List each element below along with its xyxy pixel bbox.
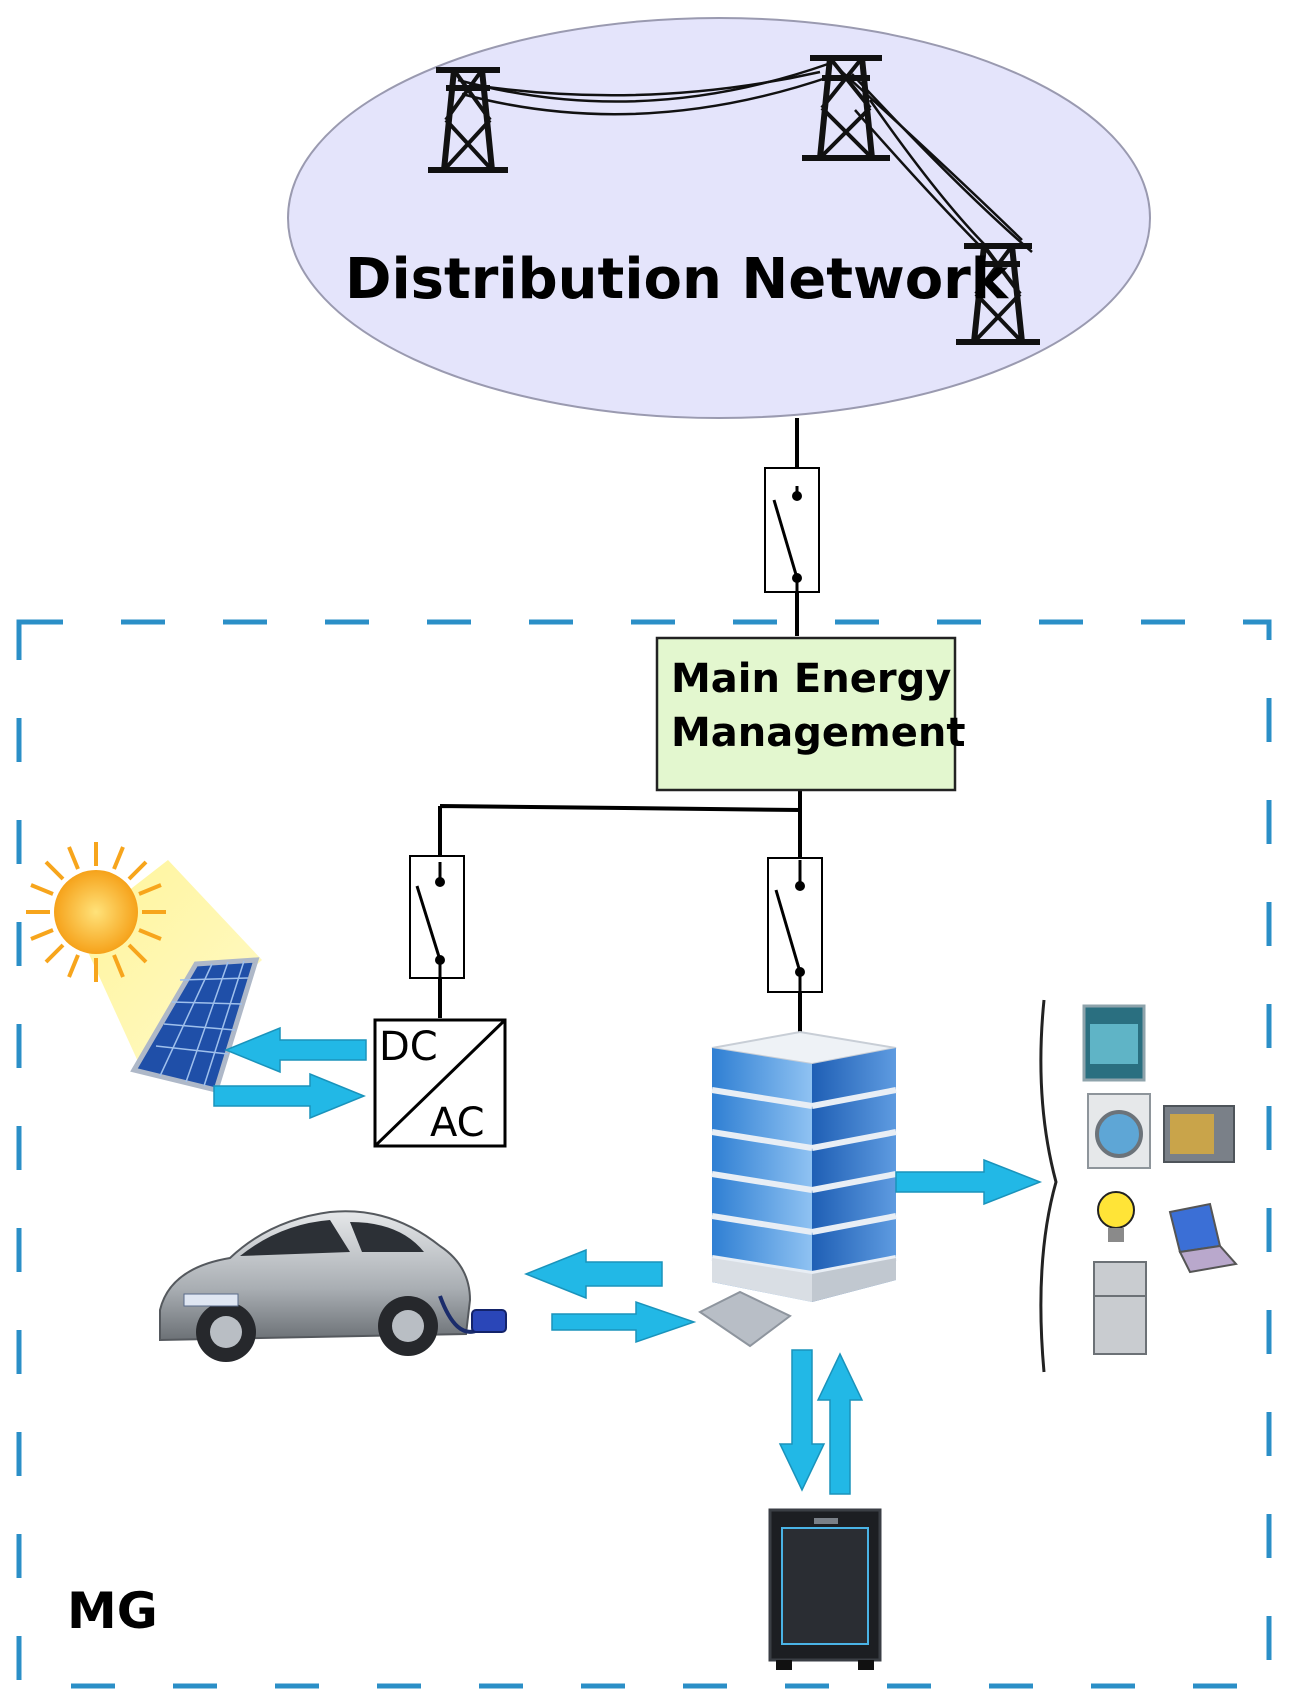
transmission-tower-icon (802, 55, 890, 161)
building-switch-icon (767, 857, 823, 993)
wiring (438, 418, 802, 1040)
office-building-icon (698, 1030, 897, 1348)
pv-switch-icon (409, 855, 465, 979)
microgrid-boundary (16, 619, 1272, 1689)
distribution-network-label: Distribution Network (345, 247, 1010, 312)
battery-storage-cabinet-icon (768, 1508, 882, 1670)
transmission-tower-icon (428, 67, 508, 173)
main-switch-icon (764, 467, 820, 593)
washing-machine-icon (1087, 1093, 1151, 1169)
dishwasher-icon (1082, 1004, 1146, 1082)
distribution-network-ellipse (287, 17, 1151, 419)
energy-management-line1: Main Energy (671, 656, 951, 702)
charging-plug-icon (438, 1295, 507, 1334)
light-bulb-icon (1097, 1191, 1135, 1242)
refrigerator-icon (1093, 1261, 1147, 1355)
energy-management-line2: Management (671, 710, 965, 756)
loads-brace (1039, 999, 1058, 1373)
laptop-icon (1168, 1202, 1238, 1274)
microgrid-label: MG (67, 1582, 158, 1640)
converter-ac-label: AC (430, 1100, 485, 1146)
energy-management-box (655, 636, 957, 792)
converter-dc-label: DC (379, 1024, 438, 1070)
dc-ac-converter (373, 1018, 507, 1148)
transmission-tower-icon (956, 243, 1040, 345)
flow-arrows (213, 1026, 1043, 1495)
microwave-icon (1163, 1105, 1235, 1163)
sun-icon (26, 842, 166, 982)
electric-car-icon (159, 1210, 472, 1362)
